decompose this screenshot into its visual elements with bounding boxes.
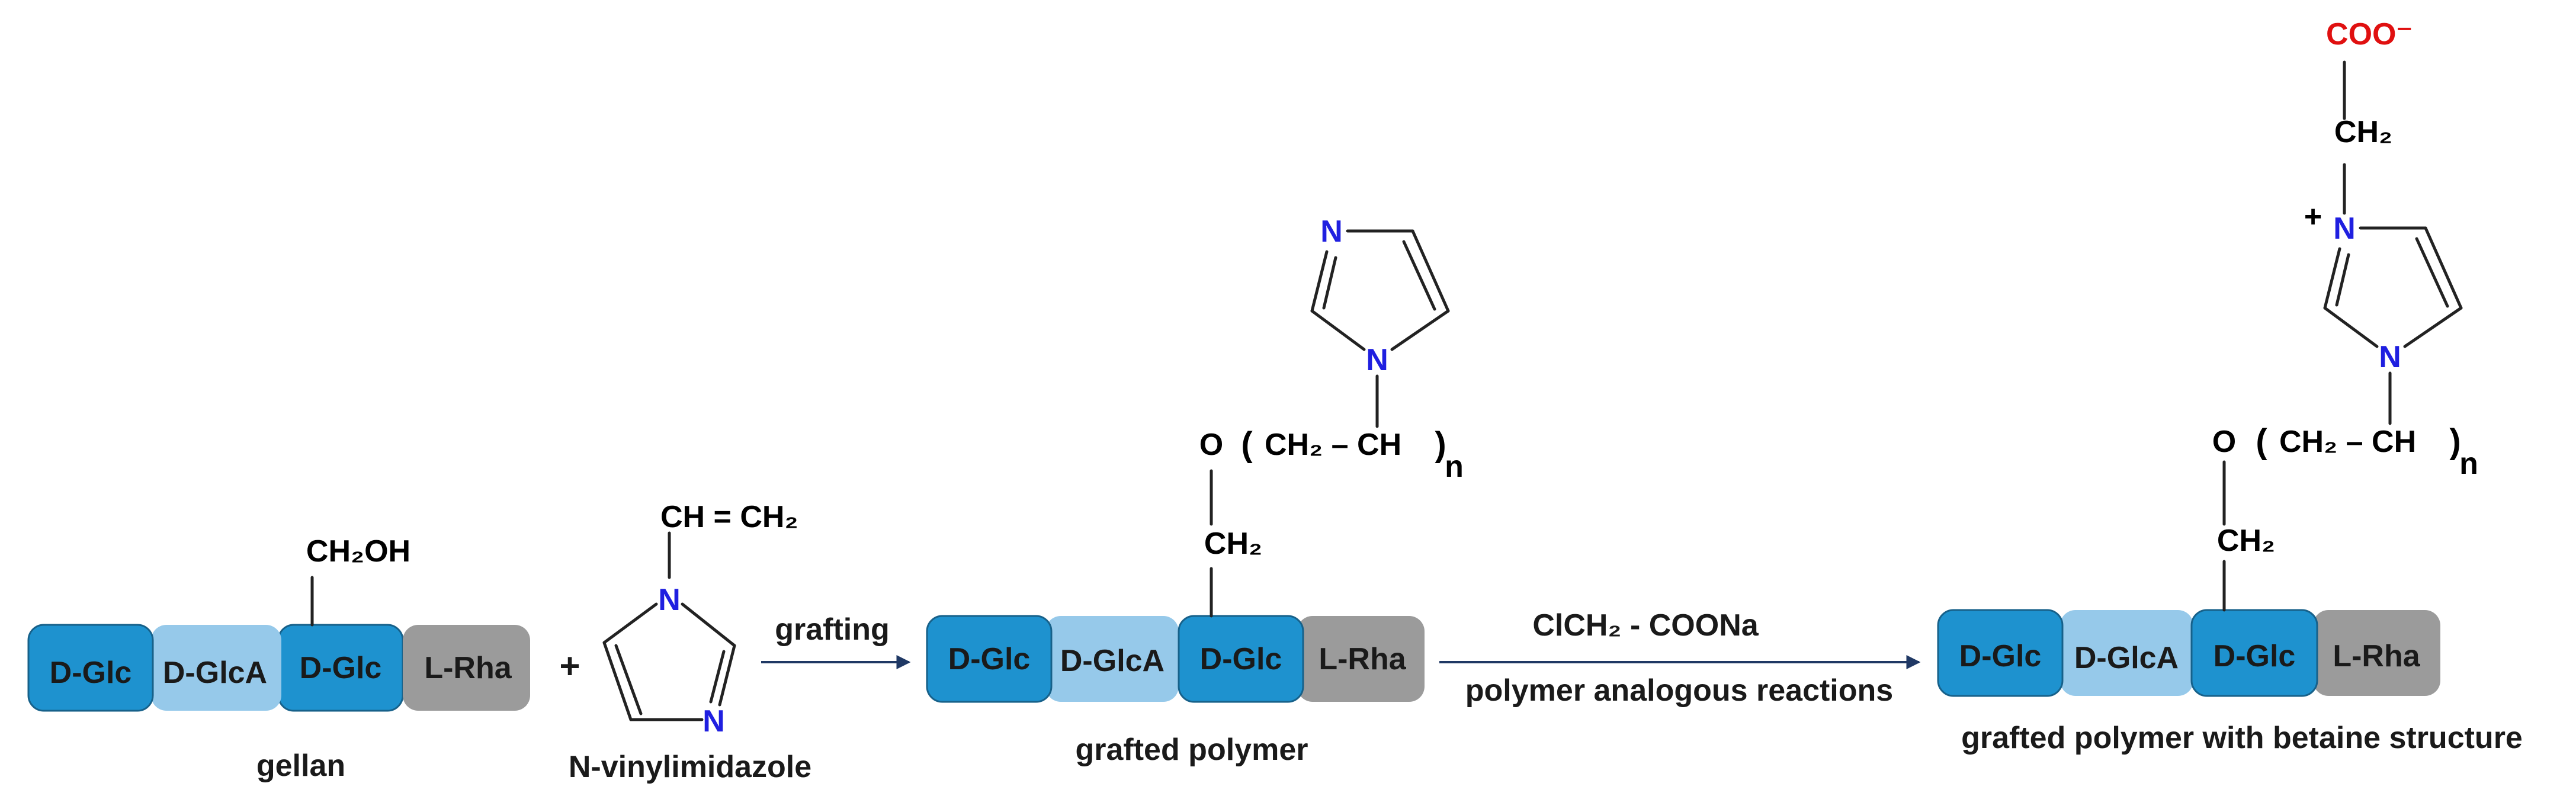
betaine-dglc-1-box — [1937, 609, 2064, 697]
gellan-dglc-1-label: D-Glc — [50, 656, 132, 690]
betaine-chain-body: CH₂ – CH — [2279, 425, 2416, 459]
monomer-caption: N-vinylimidazole — [569, 750, 811, 784]
ring-bond — [1411, 229, 1450, 313]
betaine-lrha-box — [2313, 610, 2440, 696]
gellan-lrha-label: L-Rha — [424, 651, 512, 685]
betaine-chain-right-paren: ) — [2449, 422, 2460, 461]
grafted-ring-n1: N — [1366, 343, 1388, 377]
grafted-chain-left-paren: ( — [1241, 425, 1253, 464]
betaine-chain-left-paren: ( — [2256, 422, 2267, 461]
grafted-dglca-box — [1045, 616, 1179, 702]
betaine-dglc-1-label: D-Glc — [1959, 639, 2042, 673]
gellan-dglc-1-box — [27, 624, 154, 712]
betaine-ring-n1: N — [2379, 340, 2401, 374]
ring-bond — [2323, 306, 2379, 348]
vinylimidazole-molecule: CH = CH₂ N N N-vinylimidazole — [569, 500, 811, 784]
grafted-dglc-1-label: D-Glc — [948, 642, 1031, 676]
ring-bond — [2323, 247, 2341, 310]
grafted-polymer: D-Glc D-GlcA D-Glc L-Rha CH₂ O ( CH₂ – C… — [926, 214, 1464, 767]
reagent-label: ClCH₂ - COONa — [1532, 608, 1759, 643]
gellan-dglca-box — [151, 625, 281, 711]
ring-bond — [602, 602, 658, 644]
ring-bond — [718, 644, 736, 707]
plus-sign: + — [559, 646, 580, 686]
ring-bond — [2335, 253, 2350, 307]
betaine-ch2: CH₂ — [2217, 524, 2275, 558]
grafted-dglc-2-box — [1178, 615, 1304, 703]
gellan-caption: gellan — [256, 749, 345, 783]
grafted-ch2: CH₂ — [1204, 527, 1262, 561]
grafted-lrha-box — [1297, 616, 1425, 702]
betaine-oxygen: O — [2212, 425, 2236, 459]
ring-bond — [2403, 306, 2463, 348]
grafted-lrha-label: L-Rha — [1319, 642, 1406, 676]
grafted-n-subscript: n — [1445, 450, 1464, 484]
betaine-ch2-linker: CH₂ — [2334, 115, 2392, 149]
gellan-chain: D-Glc D-GlcA D-Glc L-Rha CH₂OH gellan — [27, 534, 530, 783]
betaine-ring-n3: N — [2333, 211, 2356, 246]
ring-bond — [1390, 309, 1450, 351]
reaction-label: polymer analogous reactions — [1465, 673, 1893, 708]
betaine-lrha-label: L-Rha — [2333, 639, 2420, 673]
ring-bond — [1322, 256, 1337, 310]
vinyl-group: CH = CH₂ — [660, 500, 798, 534]
cation-plus: + — [2304, 200, 2322, 234]
ring-bond — [1402, 240, 1436, 311]
grafted-dglc-1-box — [926, 615, 1053, 703]
ring-bond — [709, 650, 726, 704]
ring-bond — [2415, 237, 2449, 308]
gellan-dglc-2-label: D-Glc — [300, 651, 382, 685]
n1-atom: N — [658, 583, 681, 617]
grafted-oxygen: O — [1199, 428, 1223, 462]
ring-bond — [681, 602, 736, 647]
grafted-dglc-2-label: D-Glc — [1200, 642, 1282, 676]
grafted-chain-right-paren: ) — [1435, 425, 1446, 464]
carboxylate-group: COO⁻ — [2326, 17, 2413, 52]
ring-bond — [2424, 226, 2463, 310]
n3-atom: N — [702, 704, 725, 739]
betaine-caption: grafted polymer with betaine structure — [1961, 721, 2523, 755]
gellan-lrha-box — [403, 625, 530, 711]
gellan-dglca-label: D-GlcA — [163, 656, 267, 690]
ring-bond — [614, 644, 643, 715]
grafted-dglca-label: D-GlcA — [1060, 644, 1165, 678]
betaine-n-subscript: n — [2459, 447, 2478, 481]
grafted-ring-n3: N — [1320, 214, 1343, 249]
betaine-dglca-box — [2060, 610, 2193, 696]
betaine-dglca-label: D-GlcA — [2074, 641, 2179, 675]
ch2oh-group: CH₂OH — [306, 534, 410, 569]
ring-bond — [602, 641, 633, 721]
betaine-dglc-2-label: D-Glc — [2214, 639, 2296, 673]
ring-bond — [1310, 309, 1366, 351]
betaine-polymer: D-Glc D-GlcA D-Glc L-Rha CH₂ O ( CH₂ – C… — [1937, 17, 2523, 755]
grafted-caption: grafted polymer — [1076, 733, 1308, 767]
betaine-dglc-2-box — [2190, 609, 2318, 697]
grafted-chain-body: CH₂ – CH — [1265, 428, 1401, 462]
ring-bond — [1310, 250, 1329, 313]
grafting-label: grafting — [775, 612, 890, 647]
